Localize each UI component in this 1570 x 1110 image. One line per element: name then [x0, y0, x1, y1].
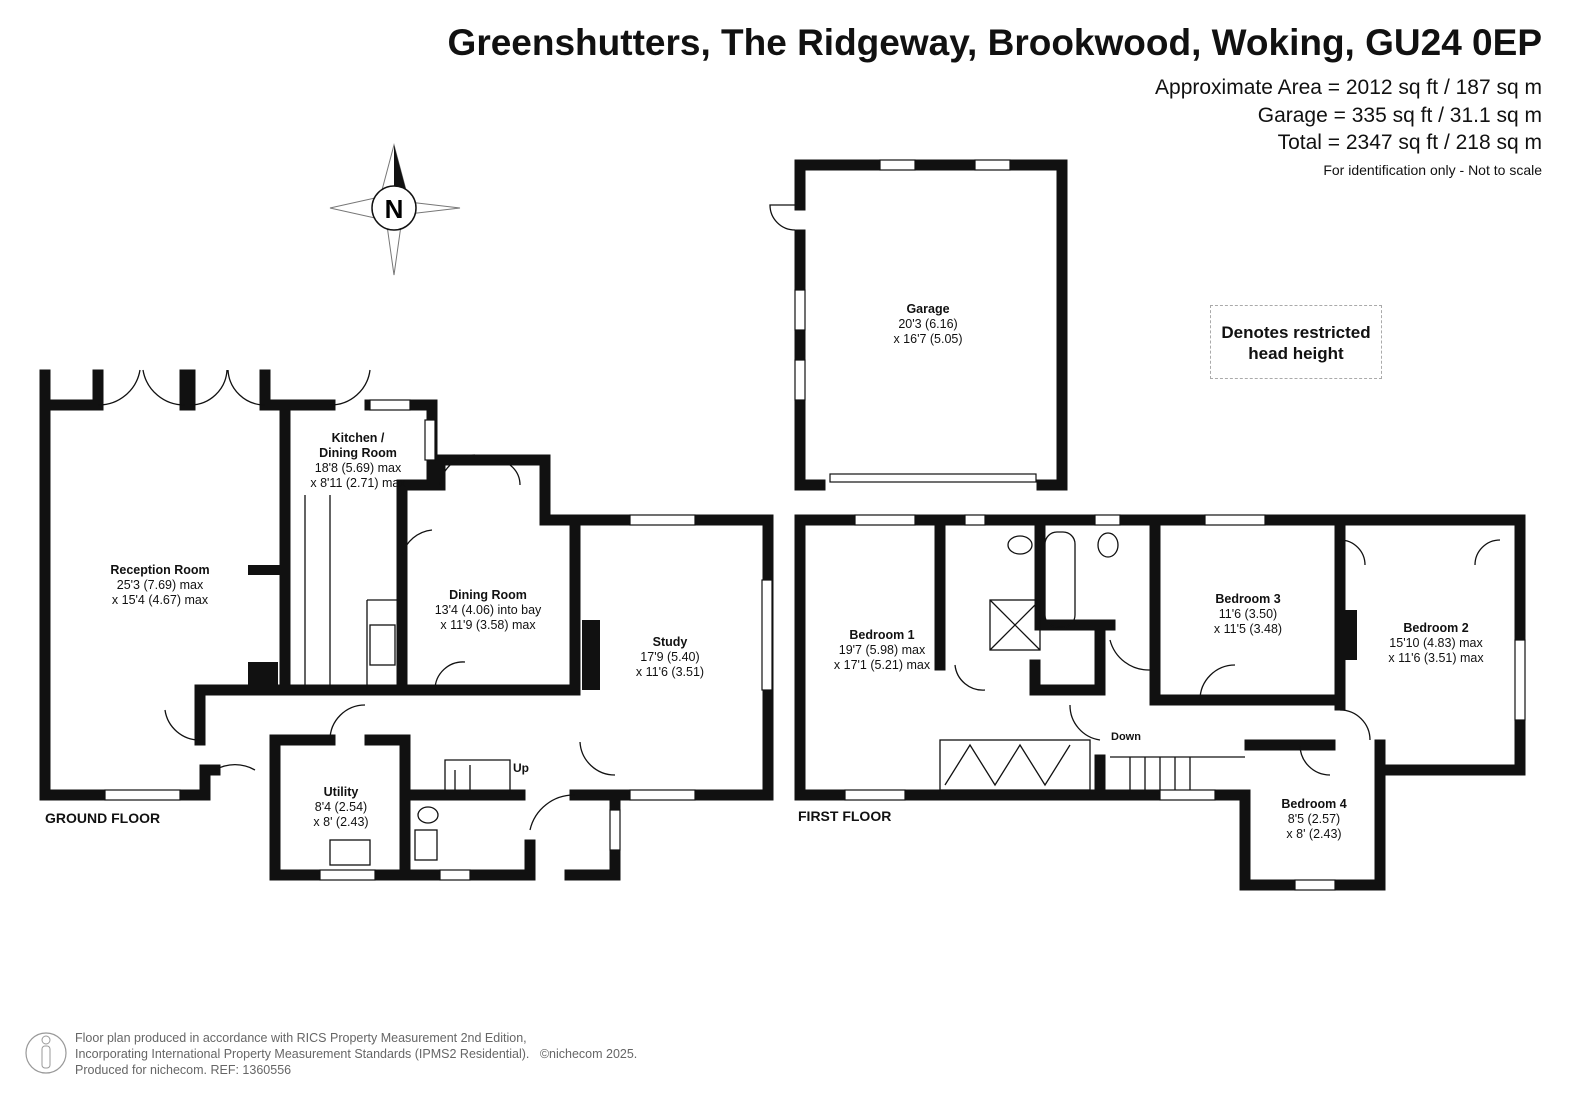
footer-line: Floor plan produced in accordance with R… — [75, 1031, 527, 1045]
scale-note: For identification only - Not to scale — [1323, 162, 1542, 178]
person-scale-icon — [25, 1032, 67, 1074]
footer-notes: Floor plan produced in accordance with R… — [75, 1030, 637, 1078]
approx-area: Approximate Area = 2012 sq ft / 187 sq m — [1155, 76, 1542, 99]
compass-label: N — [385, 194, 404, 224]
ground-floor-label: GROUND FLOOR — [45, 810, 161, 826]
first-floor-label: FIRST FLOOR — [798, 808, 892, 824]
footer-line: Incorporating International Property Mea… — [75, 1047, 638, 1061]
first-floor-walls — [794, 514, 1526, 891]
garage-walls — [769, 159, 1068, 491]
ground-floor-walls — [39, 369, 774, 881]
total-area: Total = 2347 sq ft / 218 sq m — [1277, 131, 1542, 154]
footer-line: Produced for nichecom. REF: 1360556 — [75, 1063, 292, 1077]
compass-icon: N — [329, 143, 461, 276]
garage-area: Garage = 335 sq ft / 31.1 sq m — [1257, 104, 1542, 127]
stairs-down-label: Down — [1111, 731, 1141, 743]
stairs-up-label: Up — [513, 761, 529, 775]
restricted-height-legend: Denotes restricted head height — [1210, 305, 1382, 379]
property-title: Greenshutters, The Ridgeway, Brookwood, … — [447, 22, 1542, 63]
